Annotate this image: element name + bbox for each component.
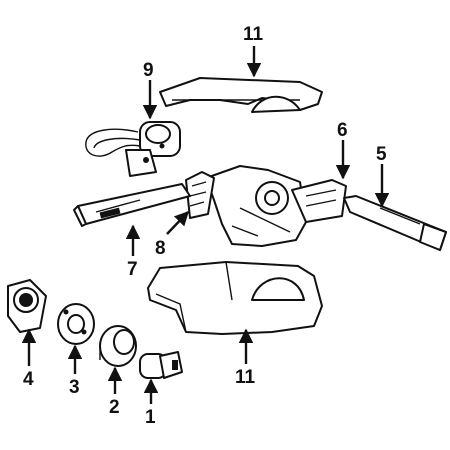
callout-7: 7 [127, 259, 138, 280]
wiper-switch-mount-part [291, 179, 347, 223]
callout-8: 8 [155, 238, 166, 259]
ignition-lock-housing-part [99, 325, 137, 367]
callout-5: 5 [376, 144, 387, 165]
callout-9: 9 [143, 60, 154, 81]
callout-11: 11 [235, 367, 256, 388]
upper-shroud-part [159, 77, 323, 113]
ring-bracket-part [7, 279, 47, 333]
lock-cylinder-part [139, 351, 183, 379]
wiper-switch-lever-part [343, 195, 447, 251]
callout-4: 4 [23, 369, 34, 390]
ignition-switch-part [85, 121, 181, 177]
lever-mount-part [185, 171, 215, 219]
lower-shroud-part [147, 261, 323, 335]
switch-actuator-part [57, 303, 95, 345]
callout-8-leader [166, 210, 189, 235]
column-body-part [205, 165, 307, 247]
turn-signal-lever-part [73, 183, 191, 227]
callout-10: 11 [243, 24, 264, 45]
callout-1: 1 [145, 407, 156, 428]
callout-2: 2 [109, 397, 120, 418]
callout-3: 3 [69, 377, 80, 398]
callout-6: 6 [337, 120, 348, 141]
